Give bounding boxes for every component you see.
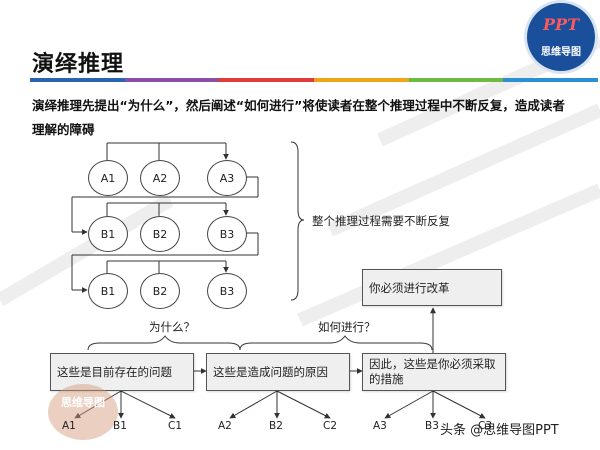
node-row1-3: A3	[207, 160, 247, 196]
brand-logo: PPT 思维导图	[527, 3, 595, 71]
bar-seg	[408, 78, 504, 82]
flow-box-causes: 这些是造成问题的原因	[206, 353, 350, 391]
logo-sub-text: 思维导图	[541, 47, 581, 58]
leaf-g2-3: C2	[323, 420, 338, 432]
node-row2-2: B2	[140, 216, 180, 252]
flow-box-problems: 这些是目前存在的问题	[50, 353, 194, 391]
why-label: 为什么？	[149, 320, 195, 334]
how-label: 如何进行？	[318, 320, 376, 334]
node-row3-3: B3	[207, 273, 247, 309]
page-title: 演绎推理	[32, 52, 125, 77]
brace-label: 整个推理过程需要不断反复	[312, 214, 450, 228]
watermark-text: 头条 @思维导图PPT	[440, 423, 559, 438]
bar-seg	[124, 78, 220, 82]
description: 演绎推理先提出“为什么”，然后阐述“如何进行”将使读者在整个推理过程中不断反复，…	[32, 98, 565, 137]
node-row3-1: B1	[88, 273, 128, 309]
bar-seg	[314, 78, 409, 82]
node-row2-3: B3	[207, 216, 247, 252]
logo-ppt-text: PPT	[543, 15, 579, 34]
leaf-g1-3: C1	[168, 420, 183, 432]
node-row1-1: A1	[88, 160, 128, 196]
leaf-g3-1: A3	[373, 420, 387, 432]
bar-seg	[30, 78, 125, 82]
bar-seg	[219, 78, 315, 82]
leaf-g2-2: B2	[269, 420, 283, 432]
leaf-g3-3: C3	[478, 420, 493, 432]
leaf-g1-2: B1	[113, 420, 127, 432]
flow-box-reform: 你必须进行改革	[362, 269, 502, 306]
node-row1-2: A2	[140, 160, 180, 196]
leaf-g2-1: A2	[218, 420, 232, 432]
title-color-bar	[30, 78, 599, 82]
leaf-g1-1: A1	[62, 420, 76, 432]
flow-box-measures: 因此，这些是你必须采取的措施	[362, 353, 506, 391]
node-row3-2: B2	[140, 273, 180, 309]
stamp-watermark: 思维导图	[48, 384, 118, 440]
leaf-g3-2: B3	[425, 420, 439, 432]
bar-seg	[503, 78, 599, 82]
node-row2-1: B1	[88, 216, 128, 252]
